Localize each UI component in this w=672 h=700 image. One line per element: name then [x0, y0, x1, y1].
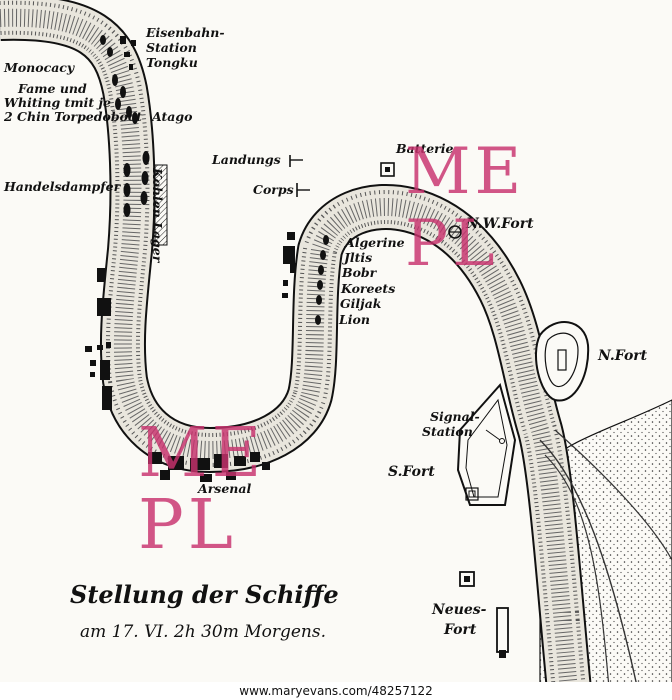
- label-algerine: Algerine: [345, 235, 405, 250]
- label-s-fort: S.Fort: [388, 464, 435, 480]
- label-corps: Corps: [253, 182, 294, 197]
- label-nw-fort: N.W.Fort: [466, 216, 534, 232]
- n-fort-building: [557, 349, 567, 371]
- label-batterie: Batterie: [396, 141, 454, 156]
- label-tongku: Tongku: [146, 55, 198, 70]
- buildings-left-bank: [85, 268, 112, 410]
- label-station: Station: [146, 40, 197, 55]
- label-lion: Lion: [339, 312, 370, 327]
- ship: [132, 112, 138, 124]
- label-fame-und: Fame und: [18, 81, 87, 96]
- watermark-bottom-left-pl: PL: [138, 486, 237, 565]
- label-whiting: Whiting tmit je: [4, 95, 111, 110]
- ship: [320, 250, 326, 260]
- s-fort-bastion: [465, 487, 479, 501]
- label-monocacy: Monocacy: [4, 60, 75, 75]
- label-signal: Signal-: [430, 409, 480, 424]
- ship: [315, 315, 321, 325]
- label-eisenbahn: Eisenbahn-: [146, 25, 225, 40]
- map-subtitle: am 17. VI. 2h 30m Morgens.: [80, 622, 327, 642]
- buildings-arsenal: [148, 452, 270, 482]
- battery-icon: [380, 162, 395, 177]
- ship: [115, 98, 121, 110]
- label-iltis: Jltis: [344, 250, 373, 265]
- watermark-bottom-left-me: ME: [138, 414, 266, 493]
- ship: [123, 163, 131, 177]
- ship: [100, 35, 106, 45]
- label-handelsdampfer: Handelsdampfer: [4, 179, 121, 194]
- ship: [126, 106, 132, 118]
- watermark-top-right-pl: PL: [405, 207, 499, 281]
- ship: [316, 295, 322, 305]
- ship: [141, 171, 149, 185]
- watermark-top-right-me: ME: [405, 135, 526, 209]
- ship: [123, 203, 131, 217]
- label-landungs: Landungs: [212, 152, 281, 167]
- label-koreets: Koreets: [341, 281, 396, 296]
- landing-corps-flag-2: [296, 183, 310, 197]
- ship: [140, 191, 148, 205]
- label-signal-station: Station: [422, 424, 473, 439]
- landing-corps-flag-1: [289, 155, 303, 167]
- label-bobr: Bobr: [342, 265, 377, 280]
- label-giljak: Giljak: [340, 296, 382, 311]
- map-title: Stellung der Schiffe: [70, 580, 339, 609]
- label-neues: Neues-: [432, 602, 487, 618]
- s-fort-enclosure: [456, 382, 517, 506]
- ship: [107, 47, 113, 57]
- footer-url: www.maryevans.com/48257122: [0, 682, 672, 700]
- n-fort-island: [535, 321, 590, 402]
- label-torpedoboot: 2 Chin Torpedoboot: [4, 109, 143, 124]
- ship: [318, 265, 324, 275]
- buildings-inner-bend: [282, 232, 296, 298]
- ships: [100, 35, 329, 325]
- coal-depot: [154, 164, 168, 246]
- label-arsenal: Arsenal: [198, 481, 252, 496]
- label-atago: Atago: [152, 109, 193, 124]
- sea-channel: [539, 439, 641, 700]
- label-fort: Fort: [444, 622, 477, 638]
- ship: [142, 151, 150, 165]
- label-kohlen-lager: Kohlen Lager: [150, 168, 165, 263]
- nw-fort-marker: [448, 225, 462, 239]
- ship: [120, 86, 126, 98]
- neues-fort: [459, 571, 509, 658]
- signal-station-leader: [485, 429, 501, 441]
- label-n-fort: N.Fort: [598, 348, 648, 364]
- ship: [323, 235, 329, 245]
- ship: [112, 74, 118, 86]
- ship: [123, 183, 131, 197]
- ship: [317, 280, 323, 290]
- buildings-tongku: [120, 36, 136, 70]
